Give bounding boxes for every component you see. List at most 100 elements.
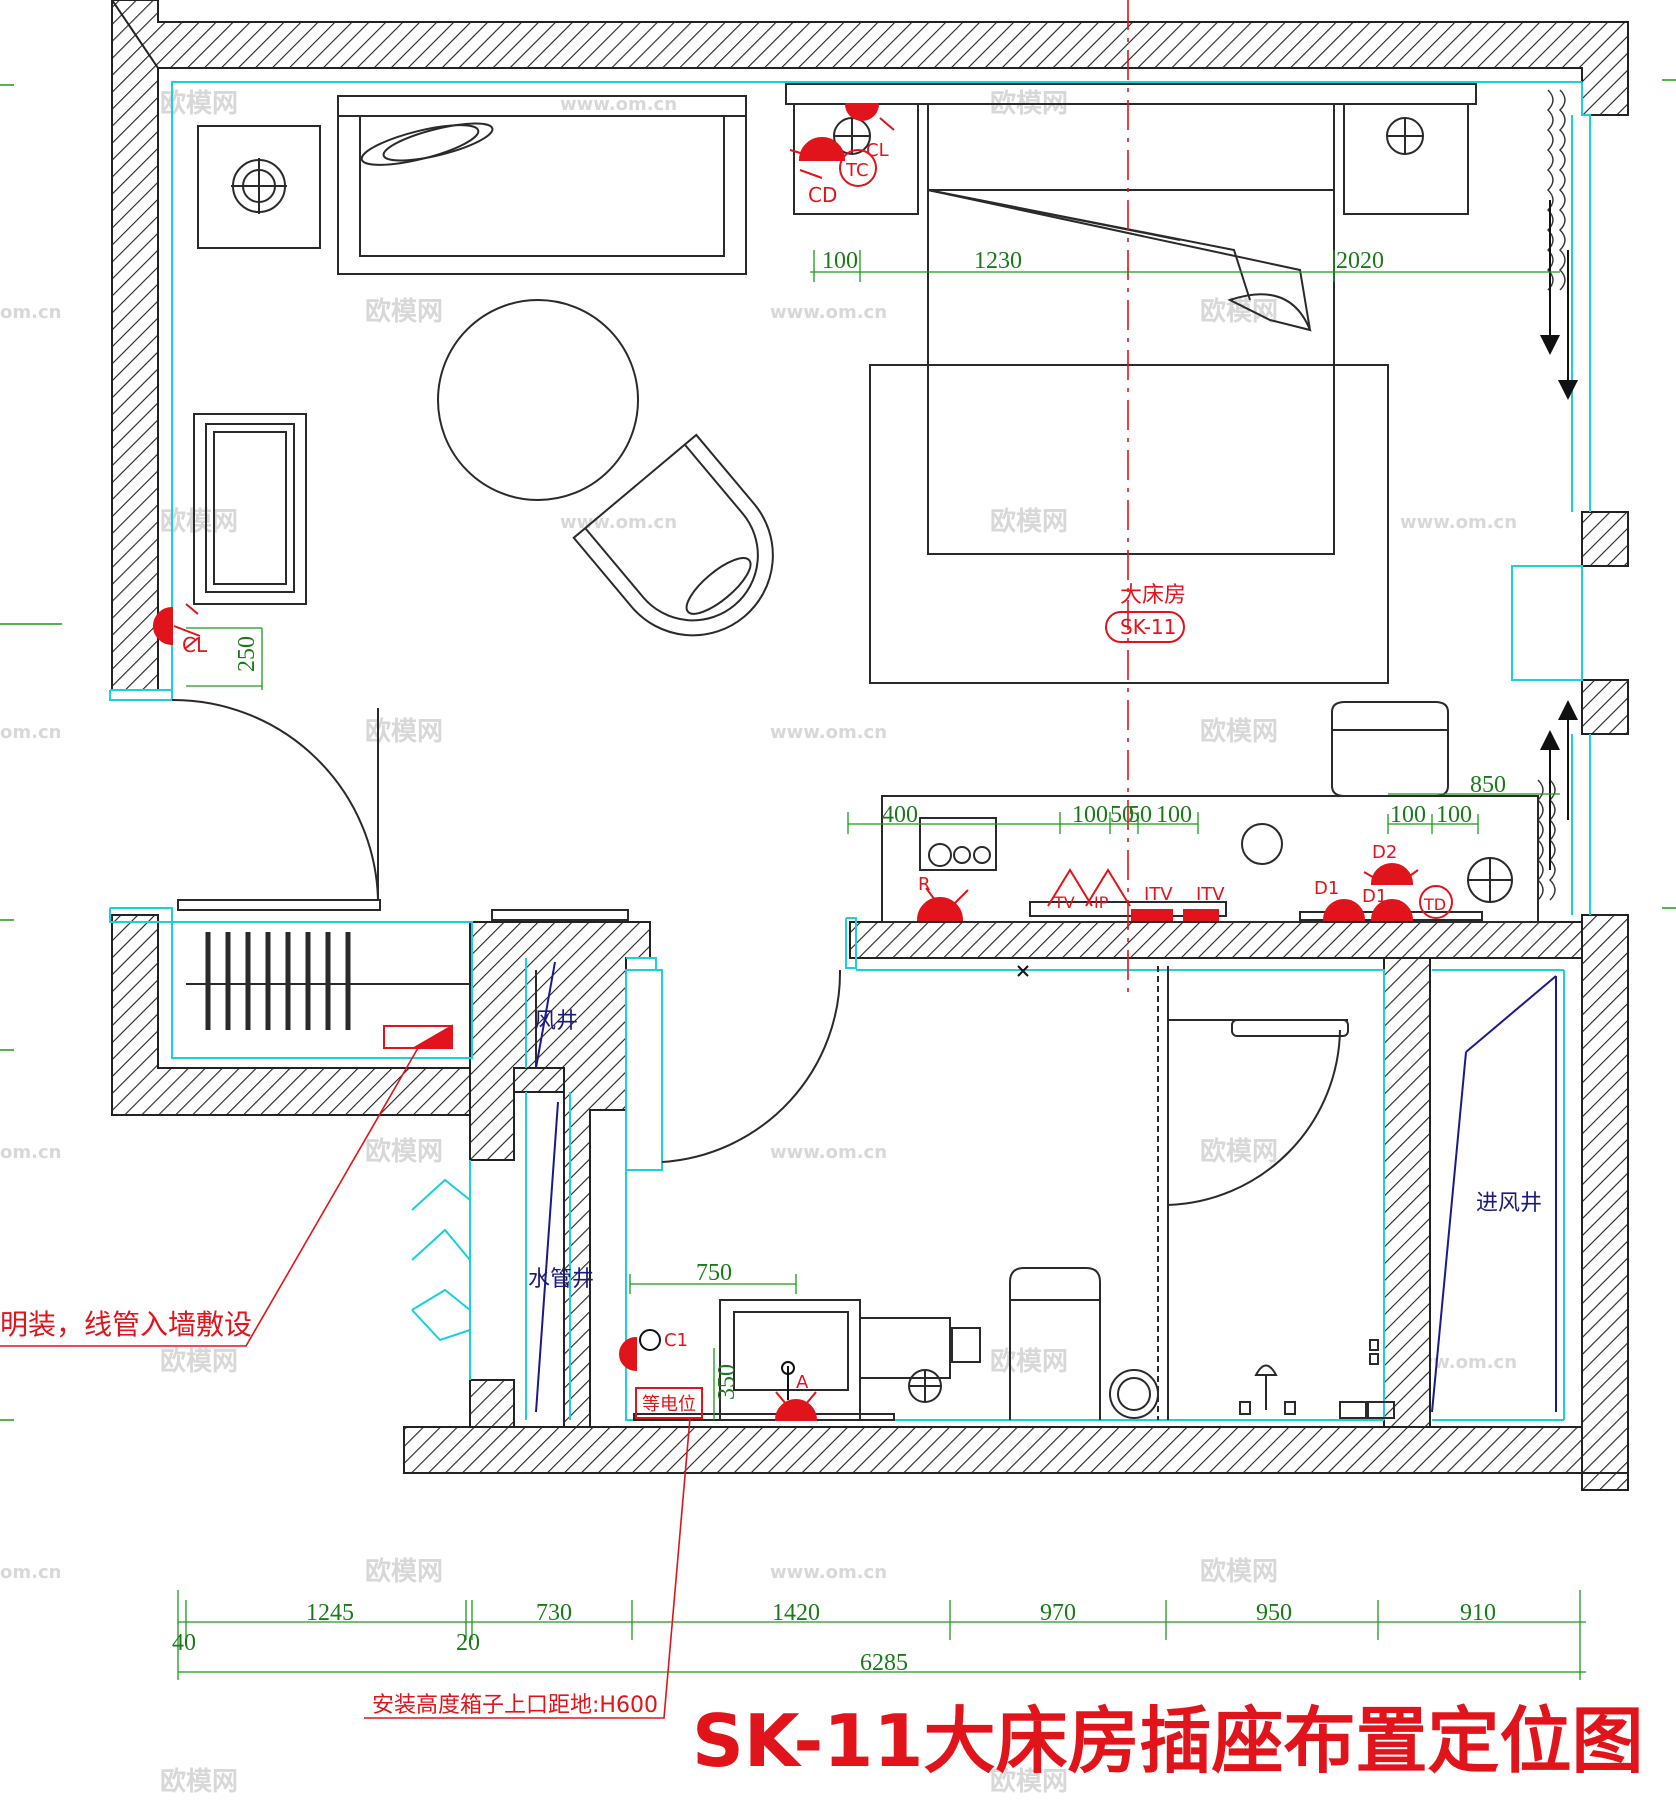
- outlet-d1-icon: [1370, 899, 1414, 921]
- wall-left-upper: [111, 0, 159, 691]
- dim-text: 250: [234, 636, 260, 672]
- dim-text: 750: [696, 1260, 732, 1286]
- equipotential-label: 等电位: [642, 1394, 696, 1415]
- dim-text: 100: [1436, 802, 1472, 828]
- entry-door-swing: [171, 698, 379, 901]
- dimension-lines: [177, 250, 1586, 1680]
- dim-text: 350: [714, 1364, 740, 1400]
- luggage-rack: [193, 413, 307, 605]
- outlet-tv-icon: [1047, 868, 1131, 907]
- wall-entry-closet: [111, 914, 471, 1116]
- watermark-logo: 欧模网: [990, 1346, 1068, 1377]
- desk-chair: [1331, 701, 1449, 797]
- safe: [919, 817, 997, 871]
- watermark-logo: 欧模网: [365, 1556, 443, 1587]
- outlet-d2-icon: [1370, 863, 1414, 885]
- wall-desk-partition: [849, 921, 1583, 959]
- furniture: [171, 83, 1578, 1421]
- outlet-td-icon: [1419, 885, 1453, 919]
- outlet-label: CL: [866, 140, 889, 161]
- round-table: [437, 299, 639, 501]
- finish-lines: [109, 81, 1591, 1421]
- water-shaft-label: 水管井: [528, 1267, 594, 1292]
- dim-text: 100: [822, 248, 858, 274]
- outlet-cl-icon: [153, 606, 173, 646]
- outlet-label: D1: [1314, 878, 1339, 899]
- dim-text: 730: [536, 1600, 572, 1626]
- bidet: [1109, 1369, 1159, 1419]
- dim-text: 950: [1256, 1600, 1292, 1626]
- watermarks: 欧模网 欧模网 欧模网 欧模网 欧模网 欧模网 欧模网 欧模网 欧模网 欧模网 …: [0, 88, 1517, 1797]
- outlet-itv-icon: [1183, 909, 1219, 921]
- shower-door-swing: [1167, 1029, 1341, 1206]
- watermark-site: www.om.cn: [770, 302, 887, 323]
- watermark-logo: 欧模网: [1200, 296, 1278, 327]
- dim-text: 20: [456, 1630, 480, 1656]
- wall-right-pier-upper: [1581, 511, 1629, 567]
- air-shaft-label: 风井: [534, 1009, 578, 1034]
- outlet-label: TC: [845, 160, 869, 181]
- watermark-logo: 欧模网: [365, 1136, 443, 1167]
- dim-text: 100: [1390, 802, 1426, 828]
- toilet: [1009, 1267, 1101, 1420]
- desk-lamp: [1241, 823, 1283, 865]
- curtain-icon: [1537, 89, 1566, 901]
- dim-text: 50: [1128, 802, 1152, 828]
- install-height-note: 安装高度箱子上口距地:H600: [372, 1693, 658, 1718]
- dim-text: 910: [1460, 1600, 1496, 1626]
- watermark-logo: 欧模网: [160, 1346, 238, 1377]
- lamp-icon: [833, 117, 871, 155]
- nightstand-right: [1343, 103, 1469, 215]
- outlet-tc-icon: [839, 149, 877, 187]
- wall-shaft-right: [1383, 957, 1431, 1428]
- watermark-logo: 欧模网: [1200, 1136, 1278, 1167]
- drawing-title: SK-11大床房插座布置定位图: [692, 1699, 1643, 1783]
- watermark-site: om.cn: [0, 1142, 61, 1163]
- headboard: [785, 83, 1477, 105]
- side-table: [197, 125, 321, 249]
- room-tag: [1105, 611, 1185, 643]
- outlet-label: D2: [1372, 842, 1397, 863]
- lamp-icon: [231, 158, 287, 214]
- closet-hangers: [205, 932, 351, 1030]
- watermark-site: om.cn: [0, 302, 61, 323]
- wall-right-pier-lower: [1581, 679, 1629, 735]
- watermark-site: om.cn: [0, 722, 61, 743]
- dim-text: 100: [1156, 802, 1192, 828]
- outlet-label: TV: [1053, 893, 1075, 912]
- outlet-label: CL: [182, 633, 208, 657]
- watermark-logo: 欧模网: [365, 296, 443, 327]
- wall-shaft-stub: [469, 1379, 515, 1428]
- watermark-site: www.om.cn: [770, 722, 887, 743]
- supply-shaft-label: 进风井: [1476, 1191, 1542, 1216]
- lamp-icon: [1467, 857, 1513, 903]
- outlet-label: TD: [1423, 895, 1446, 914]
- watermark-site: www.om.cn: [560, 94, 677, 115]
- outlet-c1-icon: [619, 1336, 637, 1372]
- wall-right-lower: [1581, 914, 1629, 1491]
- outlet-r-icon: [916, 897, 964, 921]
- room-labels: 大床房 SK-11 风井 水管井 进风井: [528, 583, 1542, 1292]
- towel-bar: [1231, 1019, 1349, 1037]
- pillow-icon: [360, 122, 494, 166]
- outlet-label: A: [796, 1372, 809, 1393]
- room-code: SK-11: [1120, 615, 1176, 639]
- watermark-logo: 欧模网: [160, 1766, 238, 1797]
- dim-text: 400: [882, 802, 918, 828]
- bed: [927, 103, 1335, 555]
- watermark-logo: 欧模网: [160, 506, 238, 537]
- room-name: 大床房: [1120, 583, 1186, 608]
- outlet-itv-icon: [1131, 909, 1173, 921]
- lamp-icon: [1386, 117, 1424, 155]
- wall-top: [110, 0, 1629, 116]
- walls: [110, 0, 1629, 1491]
- outlets: [153, 103, 1453, 1421]
- dim-text: 50: [1110, 802, 1134, 828]
- outlet-label: IP: [1094, 893, 1109, 912]
- dimension-texts: 100 1230 2020 250 400 100 50 50 100 850 …: [172, 248, 1506, 1676]
- watermark-logo: 欧模网: [990, 506, 1068, 537]
- watermark-site: www.om.cn: [770, 1562, 887, 1583]
- rug: [869, 364, 1389, 684]
- dim-text: 970: [1040, 1600, 1076, 1626]
